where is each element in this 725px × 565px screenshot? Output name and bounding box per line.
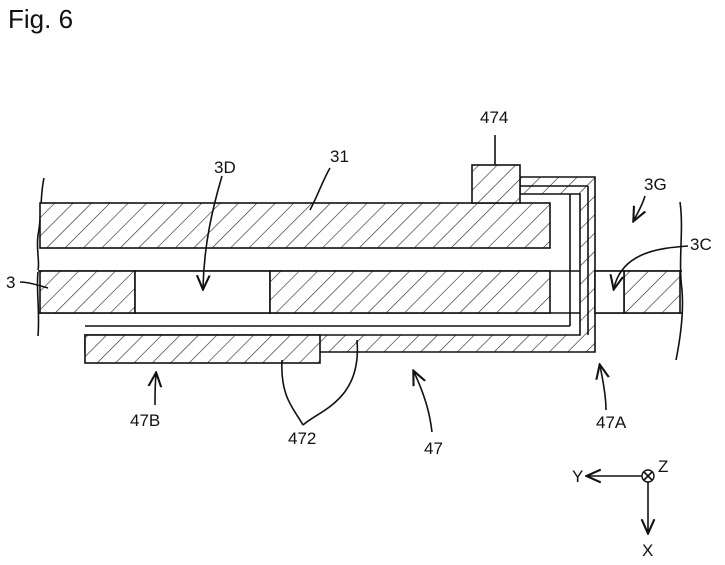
label-31: 31 bbox=[330, 147, 349, 166]
axis-z-label: Z bbox=[658, 457, 668, 476]
plate-3-segment-right bbox=[624, 271, 680, 313]
block-474 bbox=[472, 165, 520, 203]
label-3C: 3C bbox=[690, 235, 712, 254]
plate-3-segment-left bbox=[40, 271, 135, 313]
break-line-left-bottom bbox=[37, 272, 38, 336]
leader-47 bbox=[414, 372, 432, 432]
axis-y-label: Y bbox=[572, 467, 583, 486]
leader-47A bbox=[600, 366, 606, 410]
label-3: 3 bbox=[6, 273, 15, 292]
opening-3D bbox=[135, 271, 270, 313]
leader-47B bbox=[155, 374, 156, 405]
label-3G: 3G bbox=[644, 175, 667, 194]
plate-47B bbox=[85, 335, 320, 363]
label-47: 47 bbox=[424, 439, 443, 458]
axis-x-label: X bbox=[642, 541, 653, 560]
leader-472-left bbox=[282, 360, 303, 425]
label-47B: 47B bbox=[130, 411, 160, 430]
gap-3C bbox=[595, 271, 624, 313]
leader-3G bbox=[634, 196, 645, 220]
label-474: 474 bbox=[480, 108, 508, 127]
plate-3-segment-middle bbox=[270, 271, 550, 313]
plate-31 bbox=[40, 203, 550, 248]
label-3D: 3D bbox=[214, 158, 236, 177]
label-47A: 47A bbox=[596, 413, 627, 432]
label-472: 472 bbox=[288, 429, 316, 448]
